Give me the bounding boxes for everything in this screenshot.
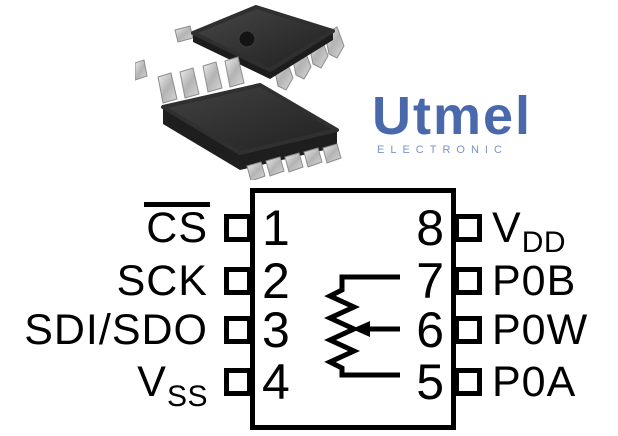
pin-label-p0b: P0B	[492, 257, 577, 305]
wiper-arrowhead	[352, 321, 370, 337]
utmel-logo: Utmel ELECTRONIC	[372, 88, 532, 156]
potentiometer-symbol	[323, 274, 400, 378]
pin-square-7	[454, 267, 482, 295]
pin1-dimple	[238, 30, 256, 48]
package-bottom	[135, 56, 342, 180]
cs-overline-text: CS	[144, 202, 210, 252]
pin-square-1	[224, 214, 252, 242]
pin-number-6: 6	[416, 302, 444, 358]
pin-number-2: 2	[262, 253, 290, 309]
pin-number-5: 5	[416, 354, 444, 410]
pin-number-7: 7	[416, 253, 444, 309]
pin-label-vdd: VDD	[492, 204, 567, 259]
pin-square-5	[454, 368, 482, 396]
vdd-subscript: DD	[521, 226, 567, 259]
pin-label-p0a: P0A	[492, 358, 577, 406]
pin-square-8	[454, 214, 482, 242]
pin-label-cs: CS	[0, 202, 210, 252]
leads-lower	[246, 143, 342, 180]
pin-number-3: 3	[262, 302, 290, 358]
package-bottom-face	[161, 83, 339, 155]
ic-package-3d-render	[135, 5, 345, 180]
pin-label-p0w: P0W	[492, 306, 589, 354]
package-top	[174, 5, 345, 91]
package-top-face	[191, 5, 335, 72]
pin-label-vss: VSS	[137, 358, 208, 413]
logo-brand-text: Utmel	[372, 86, 533, 146]
pin-number-1: 1	[262, 200, 290, 256]
pin-square-2	[224, 267, 252, 295]
lead-tip-left	[174, 25, 194, 43]
vss-subscript: SS	[166, 380, 208, 413]
pin-square-3	[224, 316, 252, 344]
pin-label-sck: SCK	[116, 257, 208, 305]
pin-square-4	[224, 368, 252, 396]
pin-label-sdi-sdo: SDI/SDO	[24, 306, 208, 354]
pin-number-8: 8	[416, 200, 444, 256]
leads-upper	[135, 56, 245, 104]
logo-tagline-text: ELECTRONIC	[377, 144, 508, 156]
pin-number-4: 4	[262, 354, 290, 410]
pin-square-6	[454, 316, 482, 344]
